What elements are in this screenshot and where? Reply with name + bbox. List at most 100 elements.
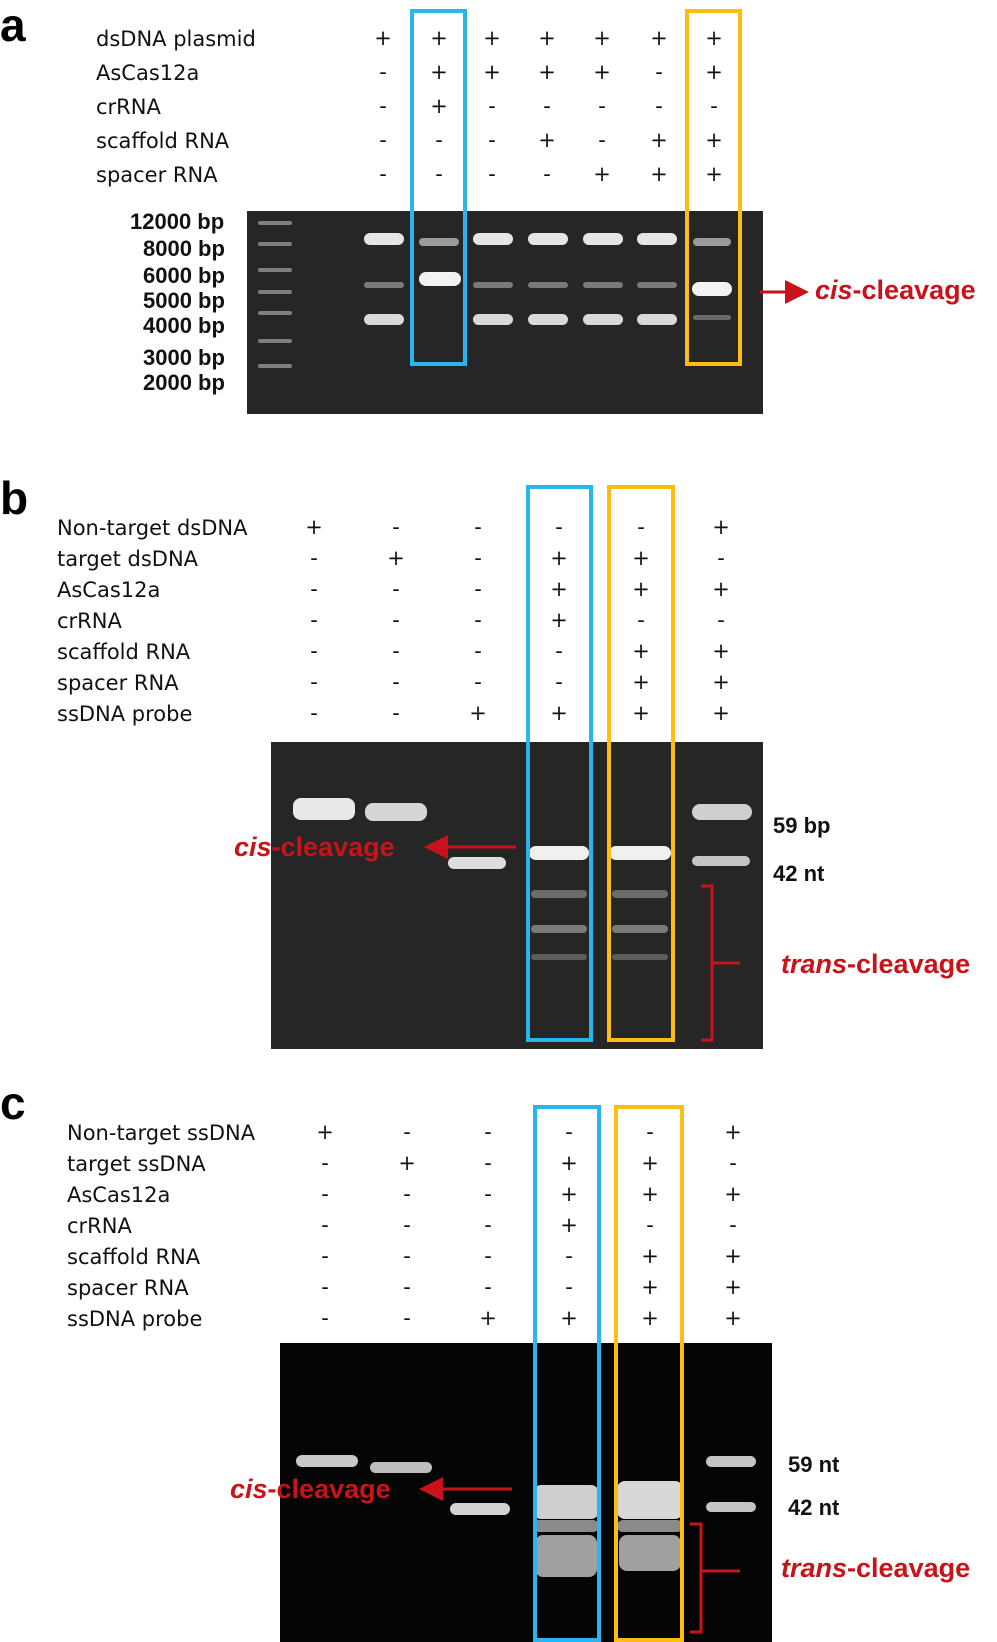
panel-a-size-marker: 2000 bp (143, 370, 225, 395)
panel-c-lane-sign: + (316, 1120, 334, 1144)
panel-b-lane-sign: - (392, 608, 400, 632)
panel-a-lane-sign: + (374, 26, 392, 50)
panel-a-lane-sign: - (488, 94, 496, 118)
panel-a-lane-sign: + (430, 60, 448, 84)
gel-band (583, 282, 623, 288)
gel-band (364, 314, 404, 325)
panel-b-lane-sign: + (550, 701, 568, 725)
gel-band (365, 803, 427, 821)
panel-a-lane-sign: - (379, 128, 387, 152)
panel-a-split-rna-lane-box (685, 9, 742, 366)
panel-b-lane-sign: - (637, 608, 645, 632)
gel-band (637, 314, 677, 325)
panel-a-size-marker: 4000 bp (143, 313, 225, 338)
panel-a-row-label: scaffold RNA (96, 129, 230, 153)
panel-b-lane-sign: - (310, 608, 318, 632)
gel-band (296, 1455, 358, 1467)
panel-b-lane-sign: - (717, 546, 725, 570)
panel-c-lane-sign: - (646, 1213, 654, 1237)
panel-a-lane-sign: + (705, 26, 723, 50)
panel-c-lane-sign: - (484, 1244, 492, 1268)
panel-c-lane-sign: - (321, 1306, 329, 1330)
panel-a-lane-sign: + (593, 162, 611, 186)
panel-a-crrna-lane-box (410, 9, 467, 366)
panel-b-lane-sign: - (392, 701, 400, 725)
panel-c-lane-sign: + (560, 1151, 578, 1175)
gel-band (706, 1502, 756, 1512)
panel-c-lane-sign: + (479, 1306, 497, 1330)
panel-b-lane-sign: - (474, 577, 482, 601)
panel-b-lane-sign: + (387, 546, 405, 570)
gel-band (535, 1535, 597, 1577)
panel-b-lane-sign: - (310, 546, 318, 570)
panel-c-lane-sign: - (484, 1275, 492, 1299)
panel-b-letter: b (0, 472, 29, 524)
panel-b-lane-sign: - (637, 515, 645, 539)
gel-band (531, 954, 587, 960)
panel-c-lane-sign: - (565, 1244, 573, 1268)
panel-c-lane-sign: + (641, 1306, 659, 1330)
panel-b-lane-sign: - (474, 670, 482, 694)
panel-c-lane-sign: + (724, 1275, 742, 1299)
panel-c-page-gel (280, 1343, 772, 1642)
gel-band (612, 954, 668, 960)
panel-a-size-marker: 6000 bp (143, 263, 225, 288)
panel-b-lane-sign: + (712, 701, 730, 725)
panel-a-lane-sign: + (650, 26, 668, 50)
panel-a-size-marker: 8000 bp (143, 236, 225, 261)
panel-a-row-label: dsDNA plasmid (96, 27, 256, 51)
panel-b-page-gel (271, 742, 763, 1049)
panel-c-lane-sign: - (403, 1213, 411, 1237)
panel-b-row-label: target dsDNA (57, 547, 199, 571)
panel-a-lane-sign: + (430, 26, 448, 50)
panel-b-lane-sign: - (717, 608, 725, 632)
panel-b-lane-sign: + (550, 577, 568, 601)
panel-b-lane-sign: + (550, 546, 568, 570)
panel-b-lane-sign: - (555, 515, 563, 539)
panel-c-lane-sign: + (560, 1213, 578, 1237)
panel-a-lane-sign: + (705, 60, 723, 84)
gel-band (612, 890, 668, 898)
panel-b-lane-sign: - (310, 577, 318, 601)
panel-c-lane-sign: + (724, 1244, 742, 1268)
panel-b-lane-sign: + (632, 577, 650, 601)
panel-b-lane-sign: + (632, 546, 650, 570)
panel-b-lane-sign: + (712, 577, 730, 601)
gel-band (617, 1520, 683, 1532)
panel-b-lane-sign: - (555, 670, 563, 694)
panel-a-lane-sign: - (543, 162, 551, 186)
gel-band (473, 282, 513, 288)
gel-band (370, 1462, 432, 1473)
panel-a-lane-sign: - (379, 60, 387, 84)
panel-a-size-marker: 12000 bp (130, 209, 225, 234)
panel-c-lane-sign: + (724, 1182, 742, 1206)
panel-c-row-label: spacer RNA (67, 1276, 189, 1300)
panel-c-letter: c (0, 1077, 26, 1129)
gel-band (528, 233, 568, 245)
gel-band (473, 233, 513, 245)
panel-c-split-rna-lane-box (614, 1105, 684, 1642)
panel-c-lane-sign: + (398, 1151, 416, 1175)
panel-c-lane-sign: - (729, 1213, 737, 1237)
gel-band (531, 925, 587, 933)
panel-c-lane-sign: - (403, 1275, 411, 1299)
gel-band (619, 1535, 681, 1571)
panel-b-lane-sign: - (392, 639, 400, 663)
panel-a-lane-sign: - (598, 128, 606, 152)
panel-a-lane-sign: - (488, 162, 496, 186)
panel-c-lane-sign: - (565, 1275, 573, 1299)
panel-a-lane-sign: + (705, 162, 723, 186)
panel-b-lane-sign: - (392, 670, 400, 694)
panel-b-row-label: scaffold RNA (57, 640, 191, 664)
panel-c-lane-sign: + (641, 1275, 659, 1299)
panel-c-lane-sign: - (321, 1275, 329, 1299)
panel-c-row-label: AsCas12a (67, 1183, 171, 1207)
gel-band (533, 1485, 599, 1519)
panel-b-cis-cleavage-label: cis-cleavage (234, 832, 395, 862)
panel-b-lane-sign: + (712, 515, 730, 539)
gel-band (419, 238, 459, 246)
panel-a-lane-sign: + (650, 162, 668, 186)
dna-ladder (258, 364, 292, 368)
gel-band (637, 233, 677, 245)
